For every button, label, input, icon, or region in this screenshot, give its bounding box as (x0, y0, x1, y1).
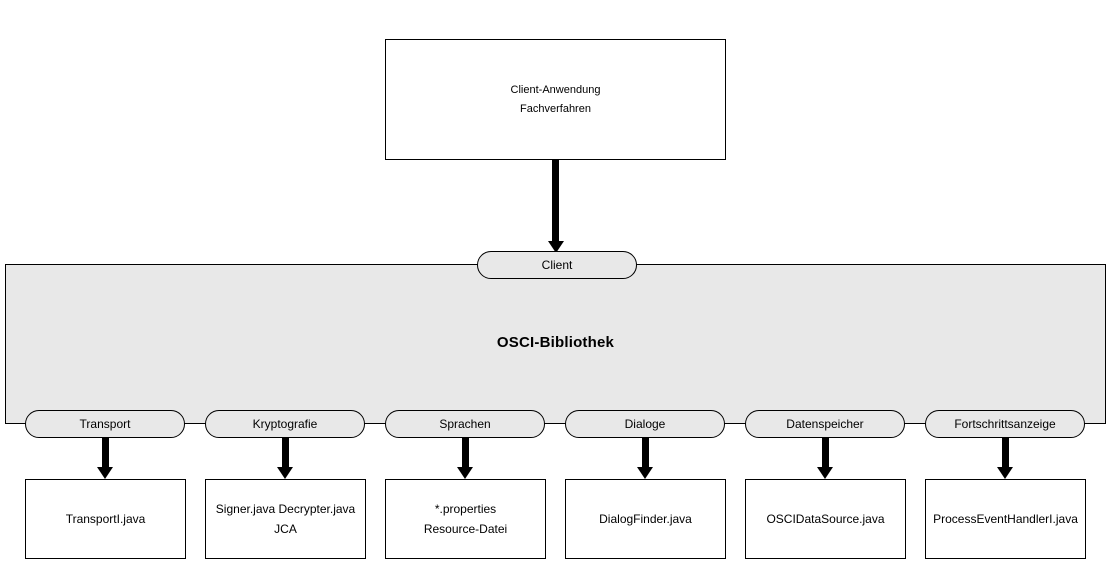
implementation-line2-2: Resource-Datei (423, 522, 508, 536)
module-pill-4: Datenspeicher (745, 410, 905, 438)
module-pill-3: Dialoge (565, 410, 725, 438)
module-arrow-head-0 (97, 467, 113, 479)
module-arrow-shaft-1 (282, 438, 289, 468)
module-arrow-head-4 (817, 467, 833, 479)
module-arrow-shaft-4 (822, 438, 829, 468)
implementation-line1-4: OSCIDataSource.java (766, 512, 885, 526)
module-pill-5: Fortschrittsanzeige (925, 410, 1085, 438)
implementation-line2-1: JCA (274, 522, 297, 536)
client-application-line2: Fachverfahren (520, 102, 591, 115)
implementation-line1-1: Signer.java Decrypter.java (215, 502, 356, 516)
client-arrow-shaft (552, 160, 559, 242)
client-arrow-head (548, 241, 564, 253)
module-arrow-head-2 (457, 467, 473, 479)
client-application-line1: Client-Anwendung (510, 83, 601, 96)
module-pill-2: Sprachen (385, 410, 545, 438)
implementation-line1-0: TransportI.java (65, 512, 146, 526)
module-arrow-head-5 (997, 467, 1013, 479)
module-arrow-shaft-3 (642, 438, 649, 468)
implementation-box-3: DialogFinder.java (565, 479, 726, 559)
client-application-box: Client-Anwendung Fachverfahren (385, 39, 726, 160)
implementation-line1-3: DialogFinder.java (599, 512, 692, 526)
osci-library-container (5, 264, 1106, 424)
module-arrow-shaft-2 (462, 438, 469, 468)
implementation-box-4: OSCIDataSource.java (745, 479, 906, 559)
client-interface-pill: Client (477, 251, 637, 279)
module-arrow-shaft-0 (102, 438, 109, 468)
module-arrow-head-3 (637, 467, 653, 479)
module-arrow-shaft-5 (1002, 438, 1009, 468)
implementation-line1-2: *.properties (434, 502, 497, 516)
implementation-box-0: TransportI.java (25, 479, 186, 559)
module-pill-0: Transport (25, 410, 185, 438)
implementation-line1-5: ProcessEventHandlerI.java (933, 512, 1078, 526)
implementation-box-5: ProcessEventHandlerI.java (925, 479, 1086, 559)
osci-library-title: OSCI-Bibliothek (496, 334, 615, 351)
module-pill-1: Kryptografie (205, 410, 365, 438)
module-arrow-head-1 (277, 467, 293, 479)
